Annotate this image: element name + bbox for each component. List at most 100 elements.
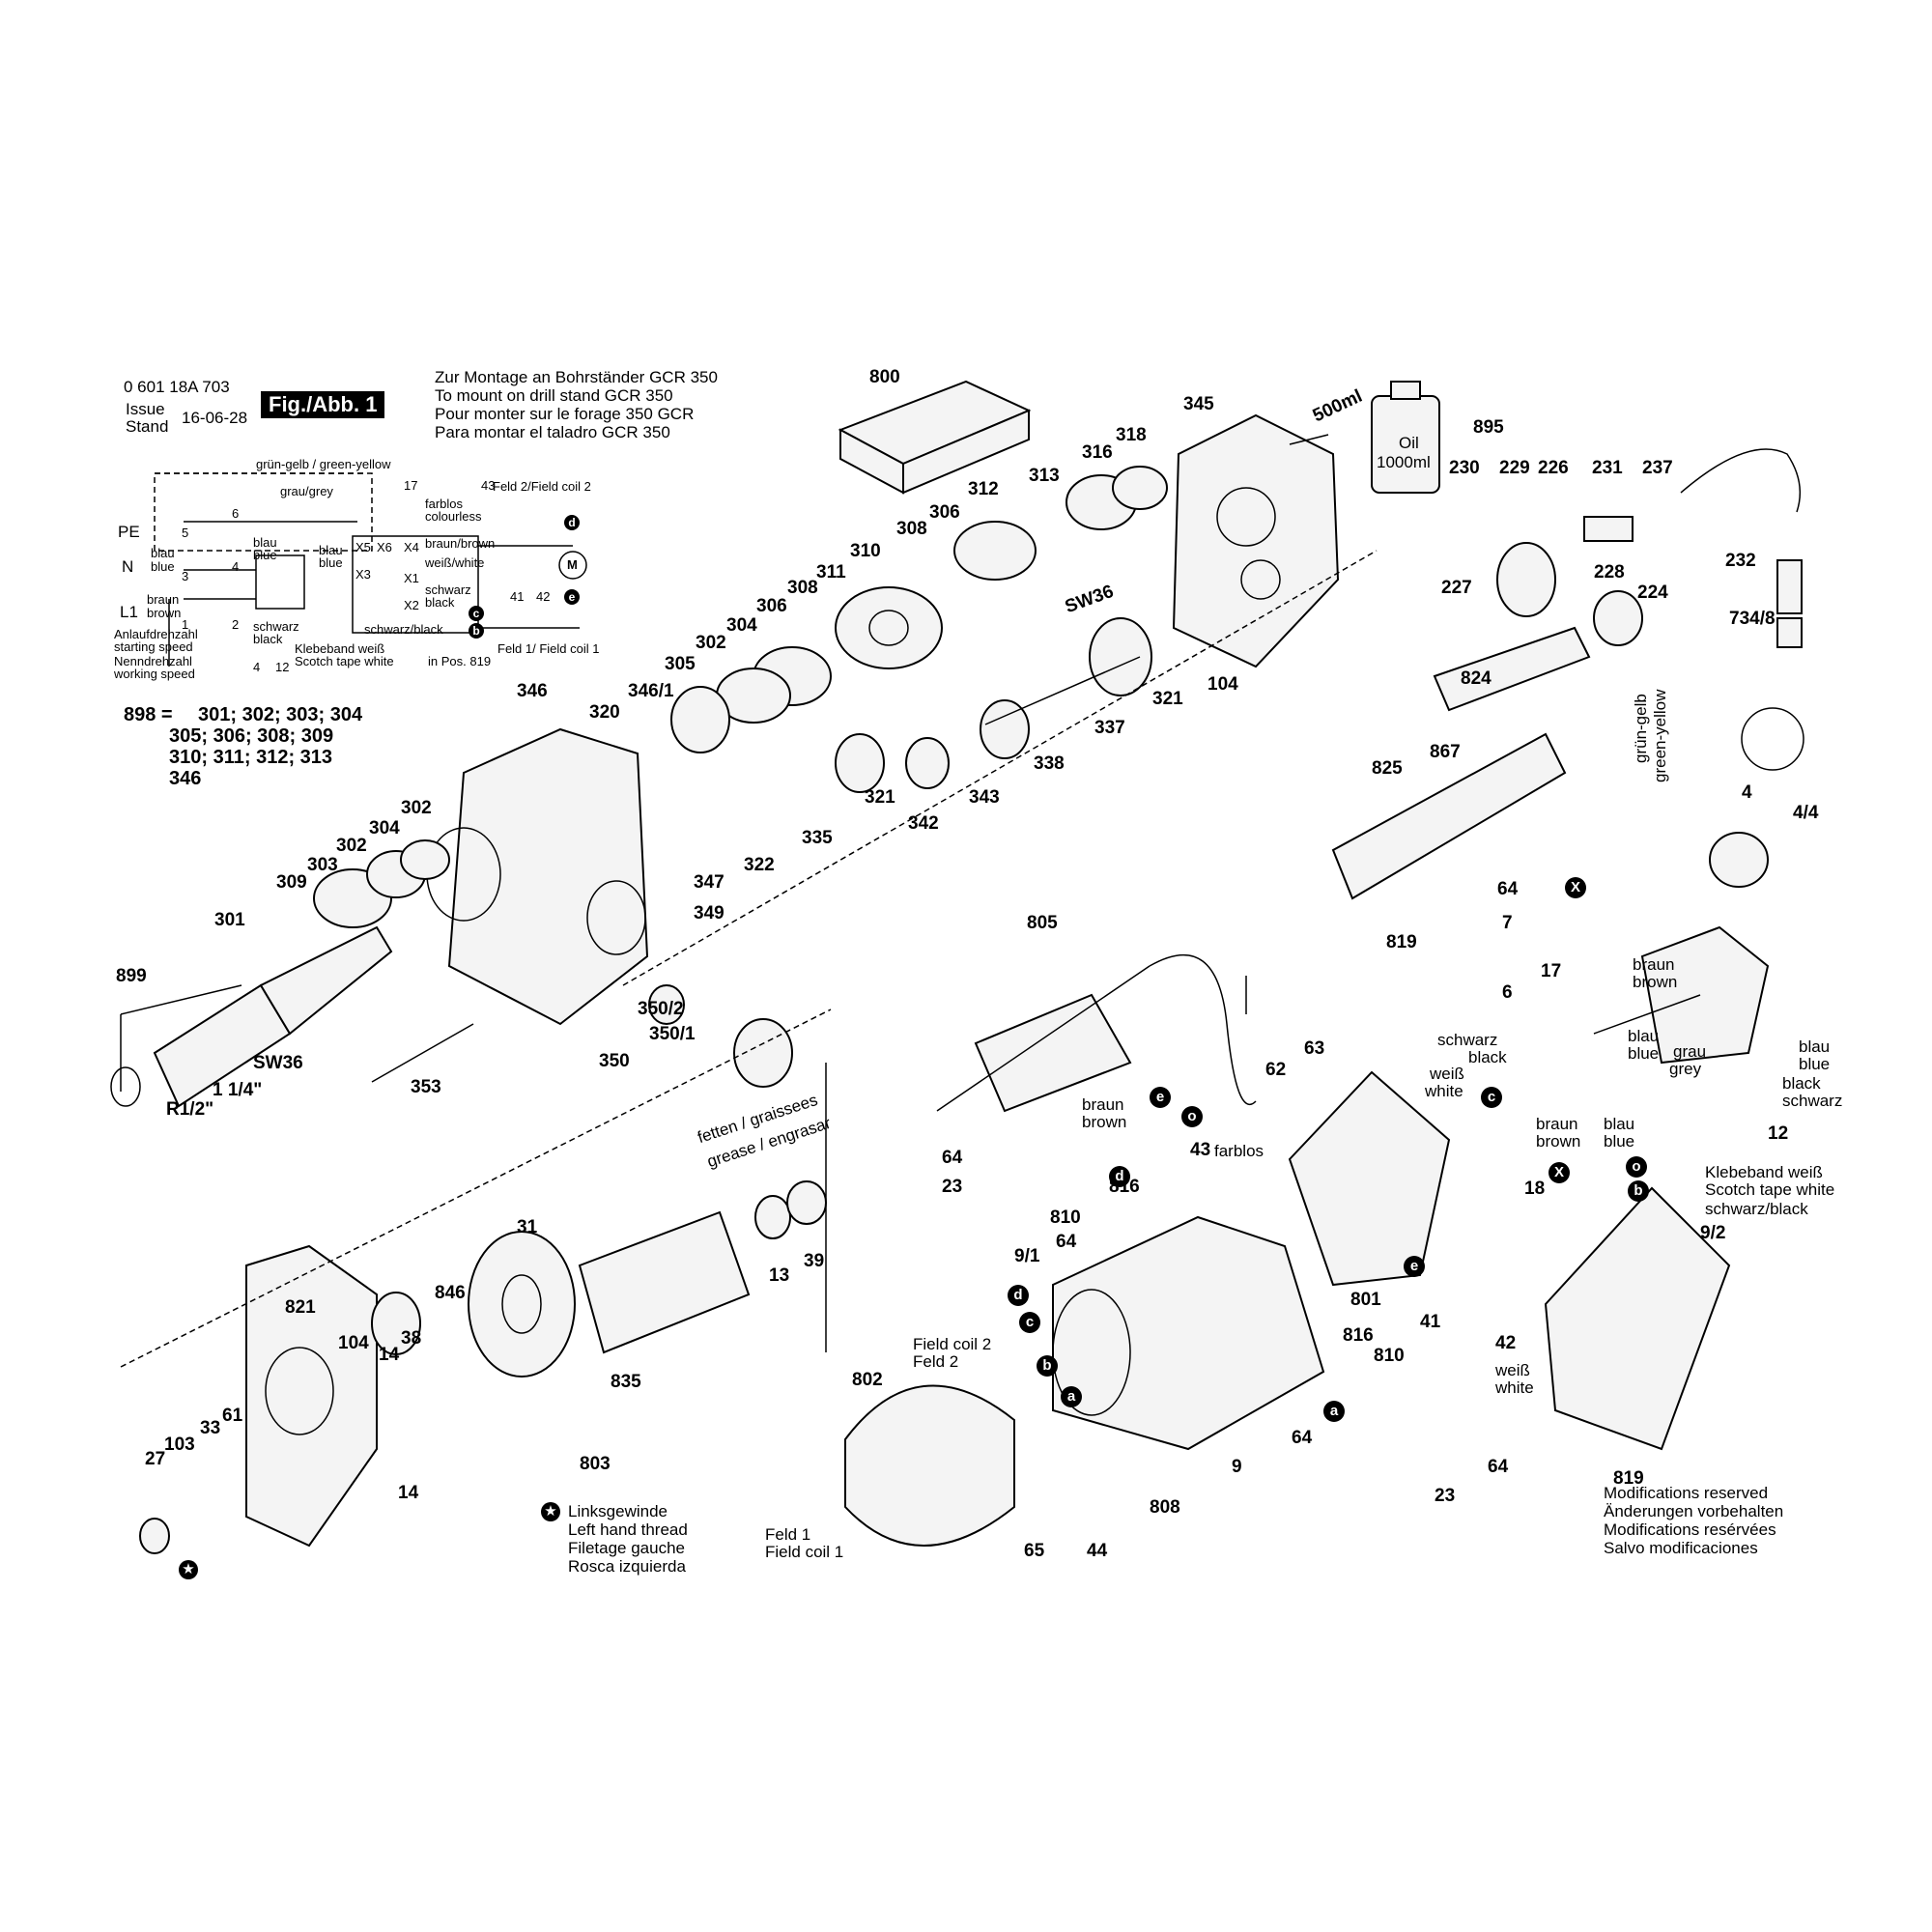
callout-104a: 104: [1208, 674, 1238, 695]
field-coil-2-en: Field coil 2: [913, 1335, 992, 1353]
callout-33: 33: [200, 1418, 221, 1438]
callout-321a: 321: [1152, 689, 1183, 709]
wire-blau-3: blau: [319, 543, 343, 557]
mount-note-es: Para montar el taladro GCR 350: [435, 423, 670, 441]
issue-label: Issue: [126, 400, 165, 418]
coolant-fitting: [1496, 448, 1803, 648]
footer-fr: Modifications resérvées: [1604, 1520, 1776, 1539]
footer-es: Salvo modificaciones: [1604, 1539, 1758, 1557]
term-5: 5: [182, 526, 189, 540]
callout-12: 12: [1768, 1123, 1789, 1144]
wire-blue-2r: blue: [1799, 1055, 1831, 1073]
kit-line-4: 346: [169, 768, 202, 789]
callout-316: 316: [1082, 442, 1113, 463]
mount-note-de: Zur Montage an Bohrständer GCR 350: [435, 368, 718, 386]
callout-231: 231: [1592, 458, 1623, 478]
callout-312: 312: [968, 479, 999, 499]
start-speed-de: Anlaufdrehzahl: [114, 627, 198, 641]
callout-835: 835: [611, 1372, 641, 1392]
callout-4: 4: [1742, 782, 1752, 803]
farblos-label: farblos: [1214, 1142, 1264, 1160]
callout-64a: 64: [1497, 879, 1519, 899]
wire-farblos: farblos: [425, 497, 464, 511]
callout-346-1: 346/1: [628, 681, 674, 701]
field-coil-1-de: Feld 1: [765, 1525, 811, 1544]
callout-4-4: 4/4: [1793, 803, 1819, 823]
wire-blau-3: blau: [1604, 1115, 1635, 1133]
wire-black-1: black: [1782, 1074, 1821, 1093]
callout-824: 824: [1461, 668, 1492, 689]
callout-14a: 14: [379, 1345, 400, 1365]
nominal-speed-en: working speed: [114, 667, 195, 681]
wire-brown-1: brown: [1633, 973, 1678, 991]
handle-63: [1288, 1070, 1731, 1451]
callout-337: 337: [1094, 718, 1125, 738]
wire-black-2: black: [425, 595, 455, 610]
callout-347: 347: [694, 872, 724, 893]
tape-de: Klebeband weiß: [1705, 1163, 1823, 1181]
tape-label-de: Klebeband weiß: [295, 641, 385, 656]
callout-230: 230: [1449, 458, 1480, 478]
field-coil-1-label: Feld 1/ Field coil 1: [497, 641, 600, 656]
legend-en: Left hand thread: [568, 1520, 688, 1539]
bracket-825: [1331, 626, 1591, 900]
wire-grey: grey: [1669, 1060, 1702, 1078]
wire-braun-2: braun: [1536, 1115, 1578, 1133]
tape-en: Scotch tape white: [1705, 1180, 1835, 1199]
callout-821: 821: [285, 1297, 316, 1318]
callout-17: 17: [1541, 961, 1562, 981]
wire-weiss: weiß: [1430, 1065, 1464, 1083]
wire-n-label: N: [122, 557, 134, 576]
wire-blue-3: blue: [1604, 1132, 1635, 1151]
term-41: 41: [510, 589, 525, 604]
wire-schwarz: schwarz: [253, 619, 299, 634]
callout-819a: 819: [1386, 932, 1417, 952]
term-2: 2: [232, 617, 240, 632]
wire-blue: blue: [151, 559, 175, 574]
callout-895: 895: [1473, 417, 1504, 438]
callout-44: 44: [1087, 1541, 1108, 1561]
oil-volume: 1000ml: [1377, 453, 1431, 471]
callout-31: 31: [517, 1217, 538, 1237]
callout-846: 846: [435, 1283, 466, 1303]
start-speed-en: starting speed: [114, 639, 193, 654]
gear-housing-345: [1172, 413, 1340, 668]
callout-9-1: 9/1: [1014, 1246, 1040, 1266]
legend-es: Rosca izquierda: [568, 1557, 686, 1576]
callout-302b: 302: [401, 798, 432, 818]
term-17: 17: [404, 478, 418, 493]
callout-64e: 64: [1488, 1457, 1509, 1477]
callout-803: 803: [580, 1454, 611, 1474]
wire-blue-1: blue: [1628, 1044, 1660, 1063]
wire-colourless: colourless: [425, 509, 482, 524]
issue-date: 16-06-28: [182, 409, 248, 427]
callout-302a: 302: [696, 633, 726, 653]
figure-label: Fig./Abb. 1: [261, 391, 385, 418]
term-3: 3: [182, 569, 189, 583]
legend-de: Linksgewinde: [568, 1502, 668, 1520]
callout-899: 899: [116, 966, 147, 986]
term-x5: X5: [355, 540, 371, 554]
motor-symbol: M: [567, 557, 578, 572]
callout-23b: 23: [1435, 1486, 1456, 1506]
callout-808: 808: [1150, 1497, 1180, 1518]
term-6: 6: [232, 506, 240, 521]
wire-braun-3: braun: [1082, 1095, 1124, 1114]
wire-blau-2r: blau: [1799, 1037, 1831, 1056]
callout-345: 345: [1183, 394, 1214, 414]
callout-310: 310: [850, 541, 881, 561]
callout-867: 867: [1430, 742, 1461, 762]
callout-308b: 308: [787, 578, 818, 598]
callout-305: 305: [665, 654, 696, 674]
connector-a: a: [1061, 1386, 1082, 1407]
connector-e: e: [1150, 1087, 1171, 1108]
callout-320: 320: [589, 702, 620, 723]
terminal-c: c: [469, 606, 484, 621]
callout-350: 350: [599, 1051, 630, 1071]
spindle-301: [110, 839, 450, 1108]
mount-note-en: To mount on drill stand GCR 350: [435, 386, 673, 405]
callout-322: 322: [744, 855, 775, 875]
term-4: 4: [232, 559, 240, 574]
connector-d-2: d: [1008, 1285, 1029, 1306]
callout-301: 301: [214, 910, 245, 930]
